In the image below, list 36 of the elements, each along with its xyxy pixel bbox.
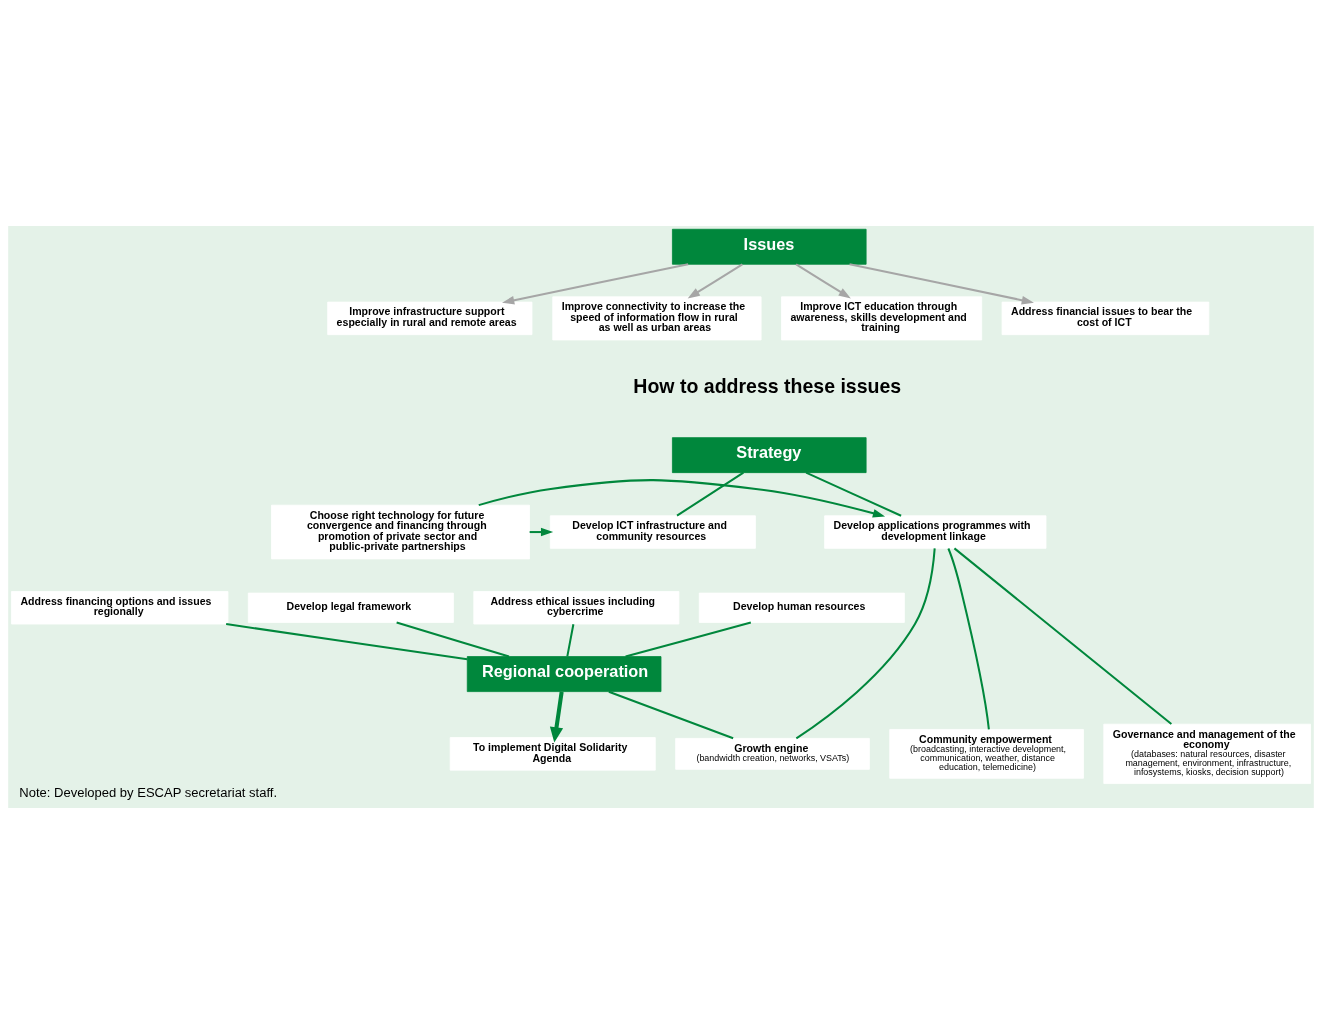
node-box: Address financing options and issues regionally xyxy=(11,591,229,625)
connector xyxy=(608,690,734,740)
connector xyxy=(676,471,744,517)
connector xyxy=(566,624,575,657)
node-box: Strategy xyxy=(672,437,867,474)
node-box: Address ethical issues including cybercrime xyxy=(473,591,680,625)
caption: Note: Developed by ESCAP secretariat staff. xyxy=(19,785,278,801)
node-box: Improve ICT education through awareness, skills development and training xyxy=(781,296,983,341)
connector xyxy=(625,621,752,658)
node-box: Regional cooperation xyxy=(466,656,662,692)
node-box: Growth engine (bandwidth creation, networks, VSATs) xyxy=(675,738,870,770)
connector xyxy=(947,548,990,730)
node-box: Develop human resources xyxy=(698,592,905,623)
node-box: Community empowerment (broadcasting, interactive development, communication, weather, distance education, telemedicine) xyxy=(889,729,1084,779)
arrow xyxy=(549,691,564,743)
connector xyxy=(226,623,468,661)
node-box: Develop legal framework xyxy=(247,592,454,623)
arrow xyxy=(849,263,1034,305)
connector xyxy=(953,547,1172,725)
connector xyxy=(805,471,902,517)
arrow xyxy=(478,479,886,518)
node-box: To implement Digital Solidarity Agenda xyxy=(449,737,656,771)
node-box: Develop applications programmes with development linkage xyxy=(824,515,1047,549)
connector xyxy=(396,621,510,658)
node-box: Issues xyxy=(672,228,867,265)
arrow xyxy=(795,263,851,299)
arrow xyxy=(687,263,743,299)
node-box: Develop ICT infrastructure and community resources xyxy=(549,515,756,549)
node-box: Improve connectivity to increase the speed of information flow in rural as well as urban areas xyxy=(552,296,762,341)
connector xyxy=(795,548,936,740)
node-box: Address financial issues to bear the cost of ICT xyxy=(1001,301,1210,336)
label: How to address these issues xyxy=(633,375,902,398)
arrow xyxy=(502,263,689,305)
node-box: Choose right technology for future convergence and financing through promotion of private sector and public-private partnerships xyxy=(271,504,530,560)
node-box: Governance and management of the economy (databases: natural resources, disaster management, environment, infrastructure, infosystems, kiosks, decision support) xyxy=(1103,723,1311,784)
node-box: Improve infrastructure support especially in rural and remote areas xyxy=(327,301,533,336)
